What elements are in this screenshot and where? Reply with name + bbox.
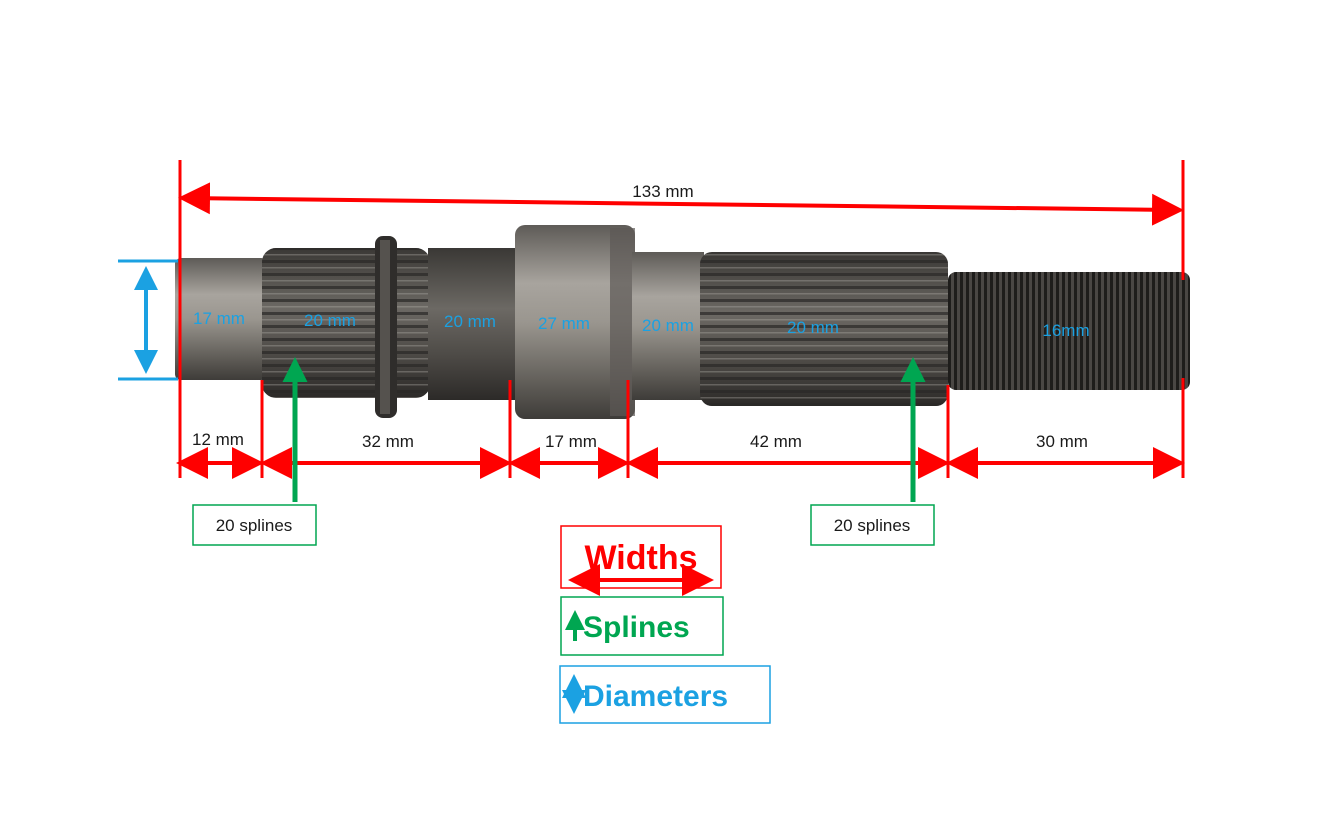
width-dimensions xyxy=(176,160,1185,479)
spline-callout: 20 splines xyxy=(810,504,935,546)
diameter-label: 20 mm xyxy=(444,312,496,331)
diameter-label: 20 mm xyxy=(787,318,839,337)
diameter-dimension xyxy=(118,259,178,381)
spline-arrows xyxy=(282,357,926,502)
svg-text:20 splines: 20 splines xyxy=(834,516,911,535)
legend: Widths Splines Diameters xyxy=(559,525,771,724)
legend-diameters: Diameters xyxy=(559,665,771,724)
width-label: 17 mm xyxy=(545,432,597,451)
diameter-label: 16mm xyxy=(1042,321,1089,340)
legend-splines: Splines xyxy=(560,596,724,656)
width-label: 32 mm xyxy=(362,432,414,451)
svg-text:Widths: Widths xyxy=(584,539,697,577)
diameter-label: 27 mm xyxy=(538,314,590,333)
svg-text:Diameters: Diameters xyxy=(583,680,728,713)
diameter-label: 20 mm xyxy=(642,316,694,335)
diameter-label: 20 mm xyxy=(304,311,356,330)
width-label: 12 mm xyxy=(192,430,244,449)
width-label: 30 mm xyxy=(1036,432,1088,451)
overall-length-label: 133 mm xyxy=(632,182,693,201)
svg-text:20 splines: 20 splines xyxy=(216,516,293,535)
width-label: 42 mm xyxy=(750,432,802,451)
spline-callout: 20 splines xyxy=(192,504,317,546)
svg-text:Splines: Splines xyxy=(583,611,690,644)
legend-widths: Widths xyxy=(560,525,722,596)
diameter-label: 17 mm xyxy=(193,309,245,328)
